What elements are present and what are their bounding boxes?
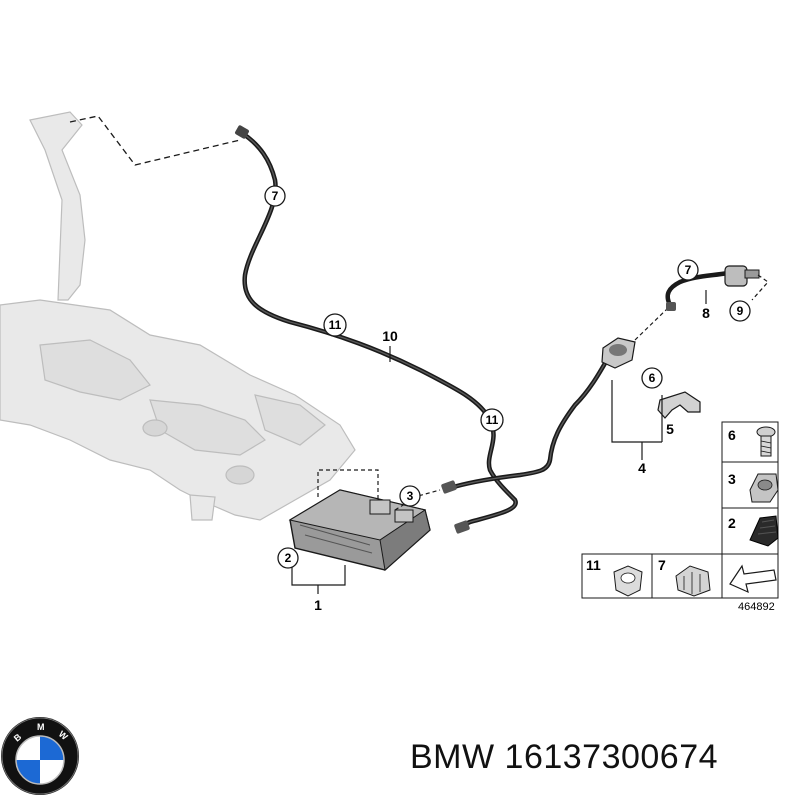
svg-text:9: 9: [737, 304, 744, 318]
bracket-5: [657, 391, 701, 419]
callout-11-b: 11: [480, 408, 504, 432]
rubber-pad-icon: [749, 515, 779, 547]
fitting-mid-a: [441, 480, 457, 494]
svg-text:11: 11: [486, 413, 499, 427]
dashed-leader-canister: [317, 469, 379, 500]
arrow-icon: [729, 564, 777, 594]
label-5: 5: [666, 421, 674, 437]
label-10: 10: [382, 328, 398, 344]
dashed-leader-valve: [634, 307, 669, 341]
svg-text:7: 7: [685, 263, 692, 277]
legend-item-6: 6: [728, 426, 776, 457]
hose-4-inner: [449, 357, 609, 489]
legend-item-2: 2: [728, 515, 779, 547]
label-8: 8: [702, 305, 710, 321]
svg-text:B: B: [12, 731, 24, 743]
callout-6: 6: [641, 367, 663, 389]
dashed-leader-top: [69, 115, 241, 166]
label-1: 1: [314, 597, 322, 613]
svg-text:7: 7: [272, 189, 279, 203]
hose-10-inner: [241, 132, 517, 529]
svg-text:2: 2: [728, 515, 736, 531]
purge-valve: [601, 337, 636, 369]
hose-8-connector: [724, 265, 760, 287]
leader-4-5: [611, 380, 663, 460]
svg-text:6: 6: [728, 427, 736, 443]
legend-item-7: 7: [658, 557, 711, 597]
callout-7-right: 7: [677, 259, 699, 281]
callout-11-a: 11: [323, 313, 347, 337]
hose-fitting-top: [235, 125, 249, 139]
reference-number: 464892: [738, 601, 775, 613]
svg-text:3: 3: [407, 489, 414, 503]
label-4: 4: [638, 460, 646, 476]
parts-legend: [581, 421, 779, 599]
hose-8: [665, 270, 731, 308]
callout-2: 2: [277, 547, 299, 569]
footer-part-number: BMW 16137300674: [410, 738, 719, 776]
svg-text:11: 11: [586, 557, 601, 573]
bmw-logo: B M W: [1, 717, 79, 795]
leader-1: [291, 565, 346, 594]
svg-text:M: M: [37, 722, 45, 732]
legend-item-3: 3: [728, 471, 779, 503]
fuel-tank-ghost: [0, 111, 356, 521]
callout-3: 3: [399, 485, 421, 507]
svg-text:3: 3: [728, 471, 736, 487]
screw-icon: [756, 426, 776, 457]
fitting-mid-b: [454, 520, 470, 534]
svg-text:2: 2: [285, 551, 292, 565]
dashed-leader-9: [751, 274, 769, 301]
svg-text:7: 7: [658, 557, 666, 573]
hose-4: [447, 355, 611, 491]
clip-icon: [613, 565, 643, 597]
svg-text:11: 11: [329, 318, 342, 332]
callout-7-top: 7: [264, 185, 286, 207]
legend-item-11: 11: [586, 557, 643, 597]
callout-9: 9: [729, 300, 751, 322]
hose-clip-icon: [675, 565, 711, 597]
hose-8-fitting: [666, 302, 676, 311]
dashed-leader-3: [394, 489, 441, 511]
svg-text:6: 6: [649, 371, 656, 385]
nut-icon: [749, 473, 779, 503]
